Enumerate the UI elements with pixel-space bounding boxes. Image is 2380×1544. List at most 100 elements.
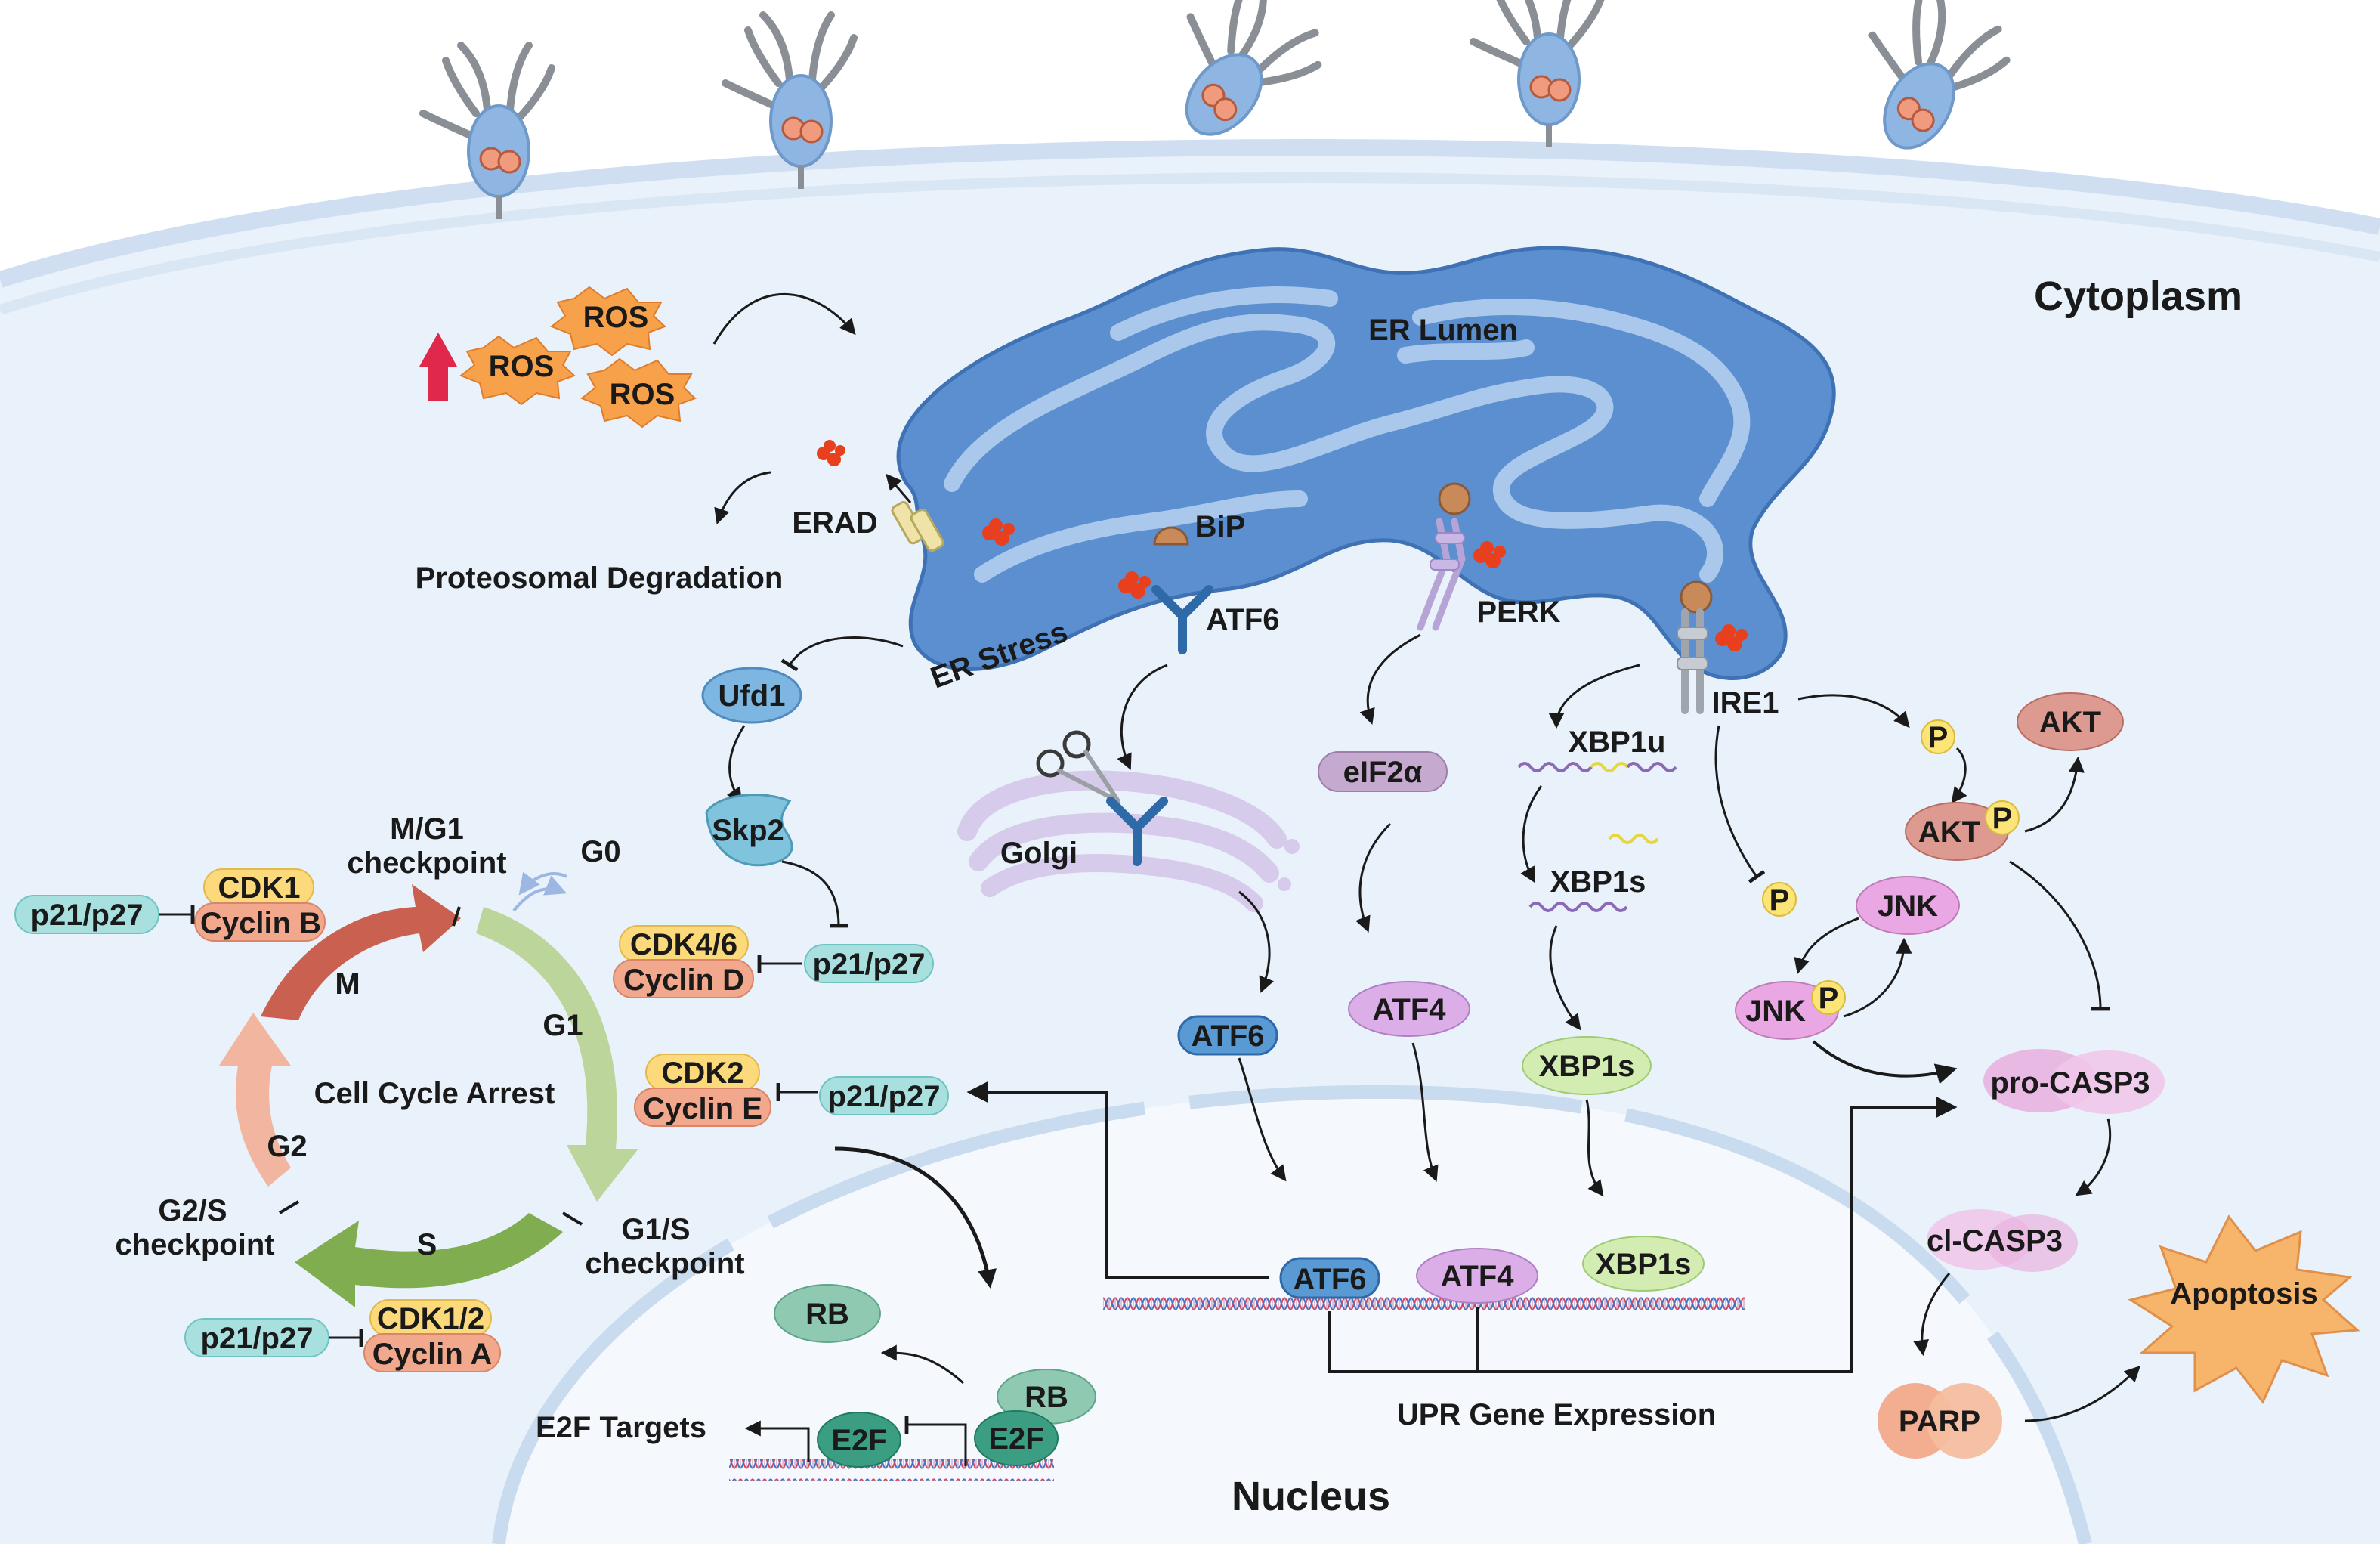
atf6-sensor-label: ATF6 [1206,603,1279,636]
nucleus-label: Nucleus [1232,1474,1390,1519]
parasite-icon [419,42,555,219]
ire1-to-xbp1u-arrow [1548,664,1640,729]
cyclin-b-label: Cyclin B [200,907,321,940]
phase-g2-arrow [219,1013,291,1187]
phase-g1-label: G1 [542,1009,583,1042]
ire1-sensor-icon [1677,608,1708,714]
bip-label: BiP [1195,510,1246,543]
g1s-checkpoint-label: checkpoint [585,1247,744,1280]
cell-cycle-wheel: M G1 S G2 G0 Cell Cycle Arrest M/G1 chec… [115,812,745,1307]
ire1-to-jnk-p-inhibition [1714,725,1766,883]
p-to-aktp-arrow [1951,747,1967,804]
atf4-nuclear-pill: ATF4 [1416,1248,1538,1304]
cyclin-d-label: Cyclin D [623,964,744,997]
er-lumen-label: ER Lumen [1368,314,1518,347]
ros-burst-1: ROS [550,286,666,357]
jnk-p-label: JNK [1745,995,1806,1028]
nuclear-envelope [492,1085,2092,1544]
g0-label: G0 [580,835,620,868]
golgi-apparatus: Golgi [957,770,1300,912]
xbp1s-label: XBP1s [1539,1050,1635,1083]
xbp1u-label: XBP1u [1569,726,1666,759]
xbp1s-to-nucleus-arrow [1585,1099,1604,1197]
endoplasmic-reticulum: ER Lumen ER Stress [896,246,1836,695]
jnkp-to-jnk-arrow [1843,937,1912,1018]
g2s-checkpoint-tick [278,1200,300,1214]
perk-label: PERK [1476,596,1560,629]
mg1-checkpoint-label: checkpoint [347,846,506,880]
bip-chaperone-icon [1438,482,1471,515]
atf4-cytoplasm-pill: ATF4 [1348,981,1470,1037]
parasite-icon [1868,0,2011,150]
eif2a-to-atf4-arrow [1355,822,1392,933]
cdk46-cyclind-complex: CDK4/6 Cyclin D [613,925,754,998]
upr-dna-strand [1103,1289,1745,1311]
parp-to-apoptosis-arrow [2024,1366,2140,1422]
g1s-checkpoint-label: G1/S [621,1213,690,1246]
erad-translocon-icon [886,473,944,552]
p21-p27-label: p21/p27 [31,899,144,932]
jnk-to-jnkp-arrow [1794,917,1859,975]
er-to-ufd1-inhibition [780,636,904,672]
eif2a-label: eIF2α [1343,756,1423,789]
mg1-checkpoint-tick [452,906,461,927]
cdk1-label: CDK1 [218,871,301,905]
misfolded-protein-icon [982,518,1015,546]
rb-free-protein: RB [774,1284,881,1343]
cyclin-e-label: Cyclin E [643,1092,762,1125]
g2s-checkpoint-label: checkpoint [115,1228,274,1261]
pro-casp3-label: pro-CASP3 [1990,1066,2150,1100]
ros-to-er-arrow [712,292,856,345]
e2f-label: E2F [988,1422,1043,1456]
e2f-bound-protein: E2F [974,1410,1059,1466]
phospho-label: P [1770,883,1790,917]
phase-g1-arrow [476,907,638,1202]
e2f-label: E2F [831,1424,886,1457]
xbp1s-cytoplasm-pill: XBP1s [1522,1036,1652,1095]
xbp1s-nuclear-pill: XBP1s [1582,1236,1705,1292]
cell-membrane-inner [0,172,2380,315]
cdk46-label: CDK4/6 [630,928,737,961]
akt-phospho-protein: AKT P [1905,800,2020,861]
cdk12-cyclina-complex: CDK1/2 Cyclin A [363,1299,501,1372]
skp2-label: Skp2 [712,814,784,847]
clcasp3-to-parp-arrow [1913,1273,1951,1357]
phase-s-arrow [295,1213,563,1307]
xbp1s-mrna-to-protein-arrow [1549,925,1581,1031]
p21-p27-label: p21/p27 [201,1322,314,1355]
rb-label: RB [805,1298,849,1331]
phospho-label: P [1992,802,2013,835]
bip-chaperone-icon [1153,526,1189,546]
xbp1s-label: XBP1s [1550,865,1646,899]
atf4-to-nucleus-arrow [1411,1042,1439,1182]
misfolded-protein-icon [1715,624,1748,651]
jnkp-to-procasp3-arrow [1812,1040,1958,1085]
atf4-label: ATF4 [1372,993,1446,1026]
akt-p-label: AKT [1918,815,1980,849]
parasite-icon [1470,0,1605,147]
phospho-badge: P [1762,882,1797,917]
cl-casp3-protein: cl-CASP3 [1927,1209,2078,1272]
ire1-to-p-arrow [1797,694,1910,729]
e2f-inhibition-line [904,1416,967,1466]
parp-protein: PARP [1878,1383,2002,1459]
skp2-to-p21-inhibition [781,860,848,928]
aktp-to-procasp3-inhibition [2009,860,2110,1011]
atf6-cytoplasm-pill: ATF6 [1177,1015,1278,1056]
ufd1-protein: Ufd1 [701,667,802,724]
bip-chaperone-icon [1680,580,1713,614]
akt-protein: AKT [2017,692,2124,751]
ros-burst-2: ROS [459,335,576,406]
ufd1-label: Ufd1 [719,679,786,713]
mg1-checkpoint-label: M/G1 [390,812,464,846]
ros-label: ROS [583,301,649,334]
apoptosis-burst: Apoptosis [2128,1214,2360,1404]
spliced-intron-icon [1608,834,1659,844]
xbp1u-mrna-icon [1517,762,1677,772]
cdk12-label: CDK1/2 [377,1302,484,1335]
upr-gene-expression-label: UPR Gene Expression [1397,1398,1716,1431]
phospho-badge: P [1921,719,1955,754]
atf6-label: ATF6 [1191,1020,1264,1053]
parasite-icon [722,11,858,189]
rb-bound-protein: RB [997,1369,1096,1425]
